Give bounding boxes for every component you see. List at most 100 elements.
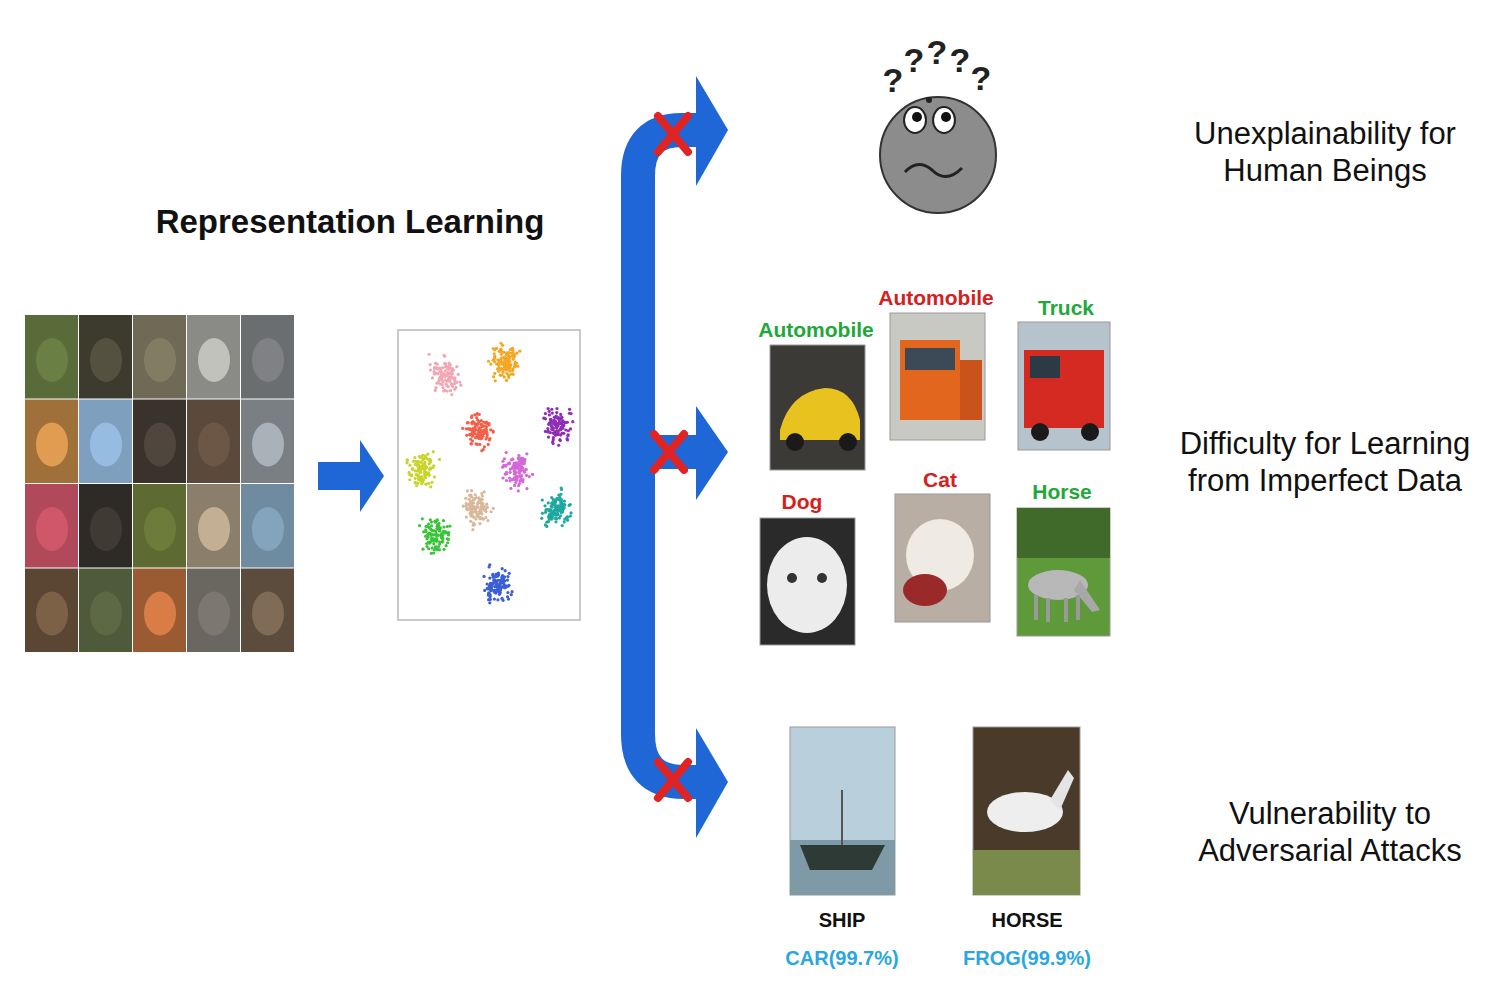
embedding-dot: [505, 372, 508, 375]
embedding-dot: [489, 363, 492, 366]
embedding-dot: [415, 460, 418, 463]
embedding-dot: [545, 520, 548, 523]
embedding-dot: [421, 480, 424, 483]
embedding-dot: [555, 407, 558, 410]
embedding-dot: [547, 430, 550, 433]
embedding-dot: [467, 421, 470, 424]
embedding-dot: [556, 504, 559, 507]
embedding-dot: [438, 458, 441, 461]
embedding-dot: [555, 517, 558, 520]
embedding-dot: [540, 517, 543, 520]
embedding-dot: [461, 427, 464, 430]
embedding-dot: [545, 525, 548, 528]
embedding-dot: [493, 360, 496, 363]
embedding-dot: [512, 352, 515, 355]
embedding-dot: [488, 437, 491, 440]
embedding-dot: [436, 523, 439, 526]
embedding-dot: [429, 468, 432, 471]
embedding-dot: [548, 413, 551, 416]
embedding-dot: [549, 418, 552, 421]
embedding-dot: [501, 599, 504, 602]
embedding-dot: [557, 416, 560, 419]
embedding-dot: [465, 502, 468, 505]
embedding-dot: [488, 565, 491, 568]
embedding-dot: [562, 424, 565, 427]
embedding-dot: [424, 476, 427, 479]
embedding-dot: [485, 503, 488, 506]
embedding-dot: [558, 438, 561, 441]
embedding-dot: [558, 429, 561, 432]
embedding-dot: [495, 572, 498, 575]
embedding-dot: [450, 393, 453, 396]
embedding-dot: [498, 363, 501, 366]
embedding-dot: [511, 590, 514, 593]
photo: [973, 727, 1080, 895]
embedding-dot: [411, 468, 414, 471]
embedding-dot: [550, 408, 553, 411]
embedding-dot: [510, 348, 513, 351]
embedding-dot: [450, 376, 453, 379]
embedding-dot: [430, 539, 433, 542]
embedding-dot: [471, 528, 474, 531]
embedding-dot: [493, 352, 496, 355]
grid-object: [36, 507, 68, 551]
embedding-dot: [480, 434, 483, 437]
embedding-dot: [503, 365, 506, 368]
embedding-dot: [445, 374, 448, 377]
embedding-dot: [555, 411, 558, 414]
embedding-dot: [499, 368, 502, 371]
embedding-dot: [474, 442, 477, 445]
embedding-dot: [513, 355, 516, 358]
embedding-dot: [566, 516, 569, 519]
embedding-dot: [431, 529, 434, 532]
embedding-dot: [433, 520, 436, 523]
embedding-dot: [498, 350, 501, 353]
grid-image: [25, 400, 78, 484]
embedding-dot: [442, 548, 445, 551]
embedding-dot: [439, 369, 442, 372]
predicted-class: FROG(99.9%): [963, 946, 1091, 970]
embedding-dot: [476, 435, 479, 438]
embedding-dot: [423, 460, 426, 463]
embedding-dot: [571, 420, 574, 423]
embedding-dot: [549, 418, 552, 421]
grid-image: [79, 400, 132, 484]
embedding-dot: [451, 383, 454, 386]
embedding-dot: [421, 548, 424, 551]
embedding-dot: [468, 498, 471, 501]
embedding-dot: [508, 461, 511, 464]
embedding-dot: [520, 463, 523, 466]
embedding-dot: [518, 350, 521, 353]
embedding-dot: [429, 459, 432, 462]
embedding-dot: [484, 516, 487, 519]
embedding-dot: [429, 485, 432, 488]
embedding-dot: [525, 452, 528, 455]
embedding-dot: [555, 514, 558, 517]
photo: [890, 313, 985, 440]
embedding-dot: [552, 422, 555, 425]
photo: [1018, 322, 1110, 450]
embedding-dot: [483, 508, 486, 511]
grid-image: [187, 315, 240, 399]
embedding-dot: [459, 384, 462, 387]
embedding-dot: [432, 542, 435, 545]
embedding-dot: [504, 473, 507, 476]
embedding-dot: [503, 365, 506, 368]
embedding-dot: [432, 551, 435, 554]
embedding-dot: [544, 508, 547, 511]
grid-object: [198, 592, 230, 636]
embedding-dot: [517, 484, 520, 487]
embedding-dot: [547, 516, 550, 519]
embedding-dot: [471, 434, 474, 437]
embedding-dot: [407, 471, 410, 474]
predicted-class: CAR(99.7%): [785, 946, 898, 970]
embedding-dot: [506, 575, 509, 578]
grid-image: [187, 569, 240, 653]
embedding-dot: [482, 420, 485, 423]
embedding-dot: [429, 368, 432, 371]
embedding-dot: [492, 375, 495, 378]
question-mark: ?: [904, 40, 925, 81]
class-label: Horse: [1032, 479, 1092, 504]
arrow-head: [696, 76, 728, 186]
embedding-dot: [511, 466, 514, 469]
